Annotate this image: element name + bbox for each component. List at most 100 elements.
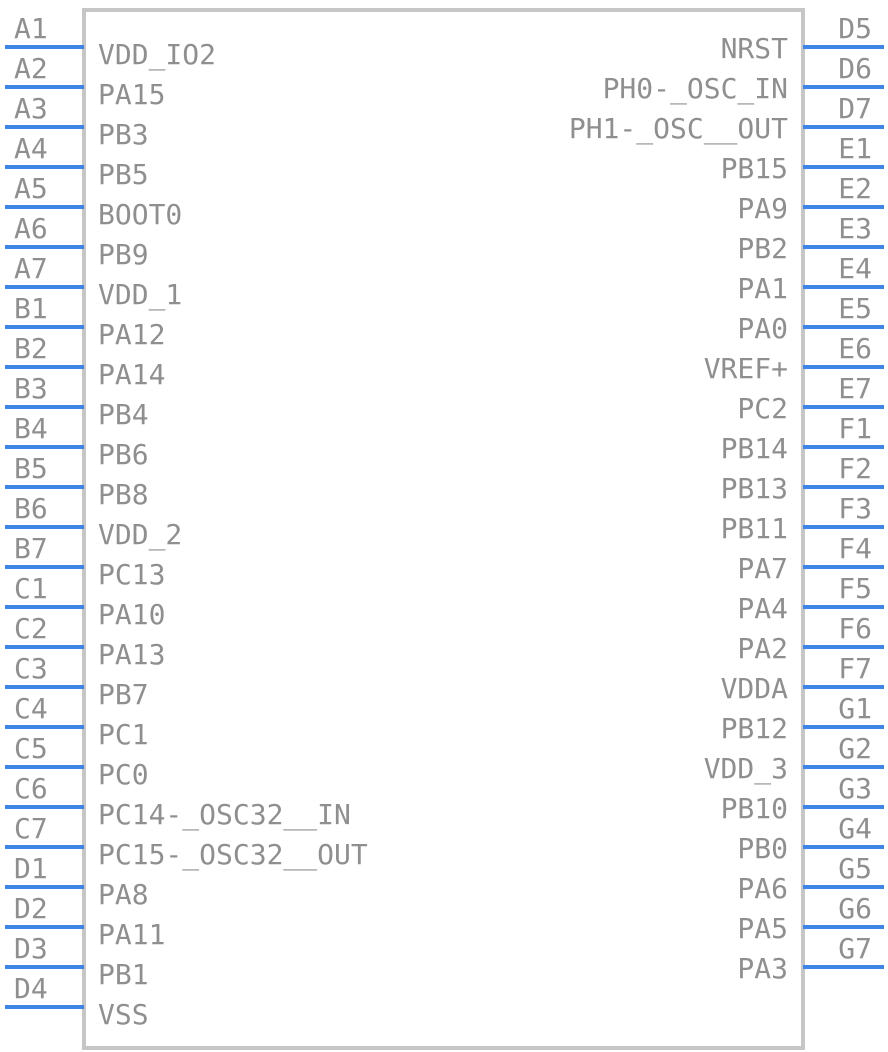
pin-name: VREF+ <box>704 352 788 385</box>
pin-name: PA11 <box>98 918 165 951</box>
pin-name: PA13 <box>98 638 165 671</box>
pin-name: PC14-_OSC32__IN <box>98 798 351 832</box>
pin-number: F7 <box>838 652 872 685</box>
pin-name: VDD_3 <box>704 752 788 786</box>
pin-name: PA0 <box>737 312 788 345</box>
pin-name: PC2 <box>737 392 788 425</box>
pin-name: PH0-_OSC_IN <box>603 72 788 106</box>
pin-number: B5 <box>14 452 48 485</box>
pin-name: PA1 <box>737 272 788 305</box>
pin-name: PA12 <box>98 318 165 351</box>
pin-number: A6 <box>14 212 48 245</box>
pin-name: PB2 <box>737 232 788 265</box>
pin-name: PC1 <box>98 718 149 751</box>
pin-number: F6 <box>838 612 872 645</box>
pin-name: PC13 <box>98 558 165 591</box>
pin-name: VDD_IO2 <box>98 38 216 72</box>
pin-name: PA2 <box>737 632 788 665</box>
pin-number: F2 <box>838 452 872 485</box>
pin-number: G2 <box>838 732 872 765</box>
pin-name: VDD_1 <box>98 278 182 312</box>
pin-name: PH1-_OSC__OUT <box>569 112 788 146</box>
pin-name: VDD_2 <box>98 518 182 552</box>
pin-number: D6 <box>838 52 872 85</box>
pin-number: B1 <box>14 292 48 325</box>
pin-number: C4 <box>14 692 48 725</box>
pin-name: PA6 <box>737 872 788 905</box>
pin-number: E6 <box>838 332 872 365</box>
pin-number: C5 <box>14 732 48 765</box>
pin-number: A1 <box>14 12 48 45</box>
pin-number: B4 <box>14 412 48 445</box>
pin-name: PC15-_OSC32__OUT <box>98 838 368 872</box>
pin-number: F3 <box>838 492 872 525</box>
pin-number: F1 <box>838 412 872 445</box>
pin-number: E4 <box>838 252 872 285</box>
pin-number: D3 <box>14 932 48 965</box>
pin-name: NRST <box>721 32 789 65</box>
pin-number: B2 <box>14 332 48 365</box>
pin-name: PB1 <box>98 958 149 991</box>
pin-name: PB6 <box>98 438 149 471</box>
pin-number: F4 <box>838 532 872 565</box>
pin-number: B3 <box>14 372 48 405</box>
pin-number: A3 <box>14 92 48 125</box>
pin-name: PA9 <box>737 192 788 225</box>
pin-name: PA8 <box>98 878 149 911</box>
pin-name: PA7 <box>737 552 788 585</box>
pin-number: B6 <box>14 492 48 525</box>
pin-number: C6 <box>14 772 48 805</box>
pin-number: G6 <box>838 892 872 925</box>
ic-body <box>82 8 805 1050</box>
pin-number: A5 <box>14 172 48 205</box>
pin-number: G5 <box>838 852 872 885</box>
pin-number: D2 <box>14 892 48 925</box>
pin-number: A2 <box>14 52 48 85</box>
pin-name: PB13 <box>721 472 788 505</box>
pin-name: PA3 <box>737 952 788 985</box>
pin-name: VDDA <box>721 672 789 705</box>
pin-name: PC0 <box>98 758 149 791</box>
pin-number: E2 <box>838 172 872 205</box>
pin-name: PB8 <box>98 478 149 511</box>
pin-number: F5 <box>838 572 872 605</box>
pin-number: C7 <box>14 812 48 845</box>
pin-number: D5 <box>838 12 872 45</box>
pin-name: PB12 <box>721 712 788 745</box>
pin-number: E7 <box>838 372 872 405</box>
